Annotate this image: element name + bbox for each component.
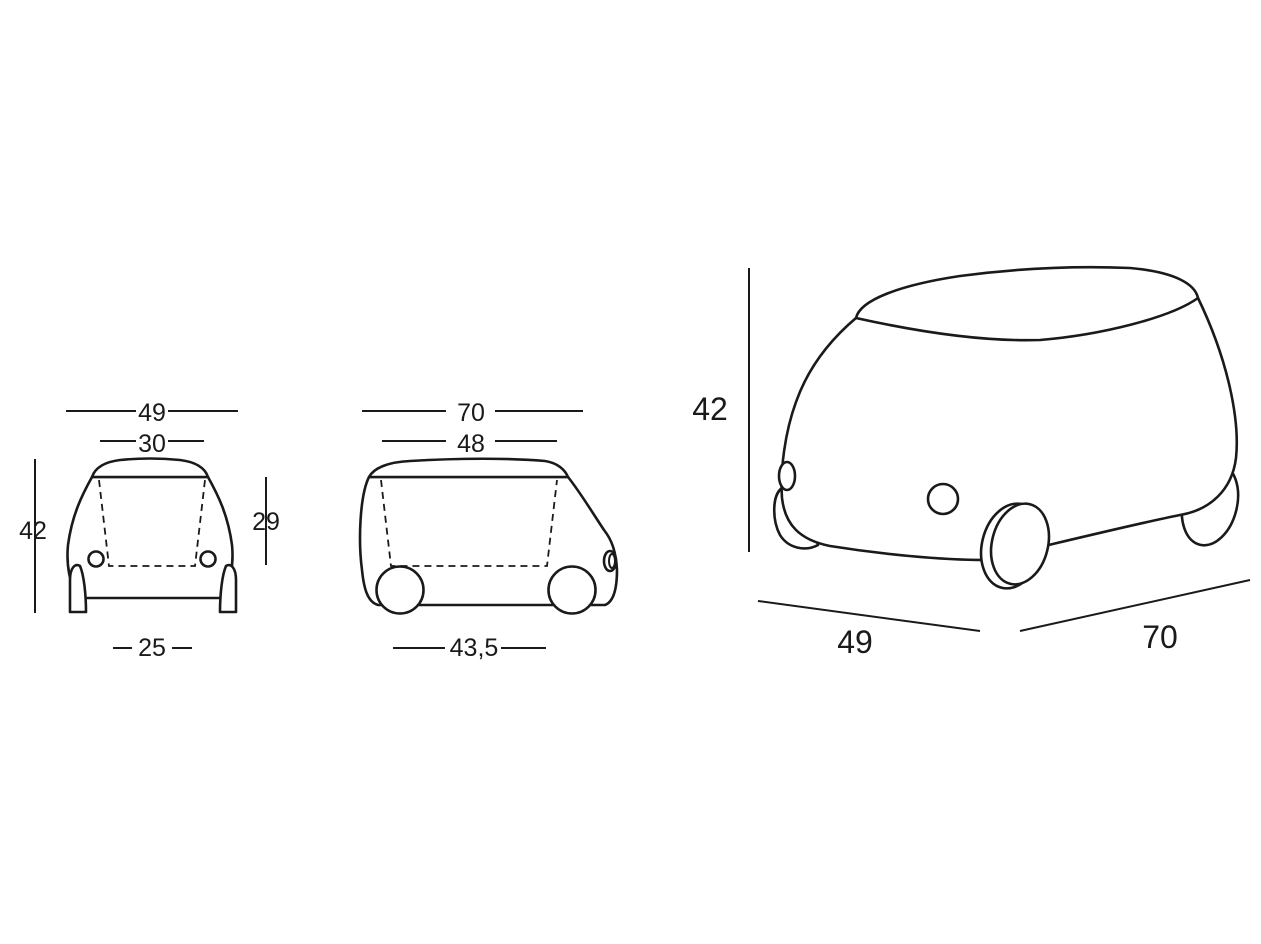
perspective-front-right-wheel [989, 502, 1051, 586]
perspective-width-label: 49 [837, 624, 873, 660]
perspective-height-label: 42 [692, 391, 728, 427]
side-wheelbase-label: 43,5 [450, 634, 499, 662]
front-view-left-wheel [68, 563, 88, 614]
side-view-dimensions: 70 48 43,5 [362, 399, 583, 662]
side-view-top [367, 457, 570, 479]
front-base-width-label: 25 [138, 634, 166, 662]
front-view-right-light [199, 550, 217, 568]
side-view-front-wheel [547, 565, 597, 615]
perspective-left-light [777, 460, 797, 492]
side-view-rear-wheel [375, 565, 425, 615]
front-view-body [66, 475, 234, 600]
side-view-body [358, 475, 619, 607]
perspective-front-light [926, 482, 960, 516]
side-view [358, 457, 619, 615]
front-view-dimensions: 49 30 42 29 25 [19, 399, 280, 662]
side-total-length-label: 70 [457, 399, 485, 427]
front-top-width-label: 30 [138, 430, 166, 458]
front-view-top [90, 457, 210, 479]
perspective-length-line [1019, 579, 1251, 632]
front-view [66, 457, 238, 614]
front-view-left-light [87, 550, 105, 568]
perspective-body [780, 296, 1239, 562]
perspective-view [772, 265, 1240, 590]
side-top-length-label: 48 [457, 430, 485, 458]
perspective-dimensions: 42 49 70 [692, 268, 1251, 660]
perspective-top [854, 265, 1200, 342]
side-view-headlight-inner [608, 553, 616, 569]
front-total-height-label: 42 [19, 517, 47, 545]
perspective-length-label: 70 [1142, 619, 1178, 655]
front-total-width-label: 49 [138, 399, 166, 427]
perspective-width-line [757, 600, 981, 632]
front-view-right-wheel [218, 563, 238, 614]
front-body-height-label: 29 [252, 508, 280, 536]
